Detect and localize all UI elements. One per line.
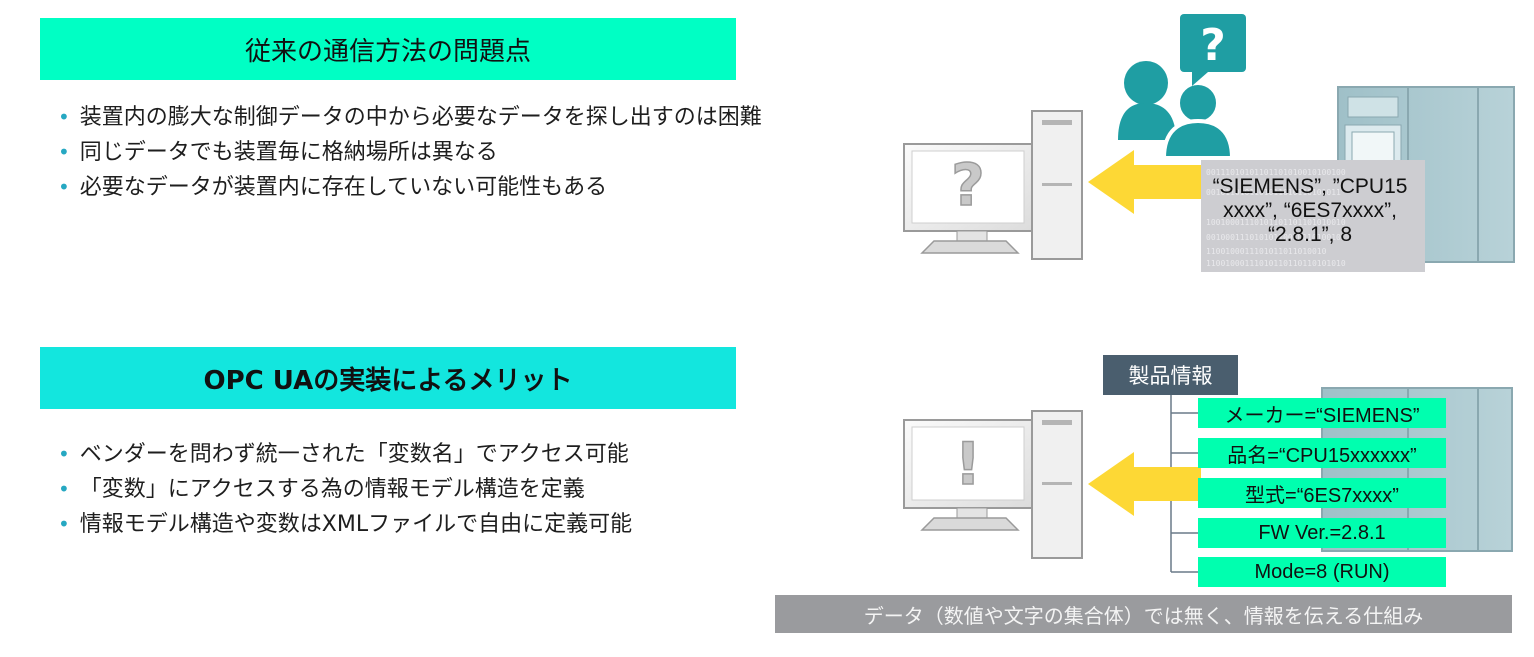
list-item: •装置内の膨大な制御データの中から必要なデータを探し出すのは困難 [58,105,762,130]
computer-icon: ! [903,410,1083,559]
benefits-banner: OPC UAの実装によるメリット [40,347,736,409]
benefits-title: OPC UAの実装によるメリット [203,365,573,396]
svg-text:?: ? [1200,20,1226,71]
bullet-dot: • [58,140,70,164]
info-model-header: 製品情報 [1103,355,1238,395]
list-item: •同じデータでも装置毎に格納場所は異なる [58,140,498,165]
data-arrow-icon [1088,452,1201,516]
list-item: •必要なデータが装置内に存在していない可能性もある [58,175,608,200]
raw-data-box: 00111010101101101010010100100 0010110101… [1201,160,1425,272]
svg-text:1100100011101011011010010: 1100100011101011011010010 [1206,247,1327,256]
raw-data-text: “SIEMENS”, ”CPU15 xxxx”, “6ES7xxxx”, “2.… [1212,175,1408,246]
problems-list: •装置内の膨大な制御データの中から必要なデータを探し出すのは困難 •同じデータで… [58,100,762,205]
binary-noise: 00111010101101101010010100100 0010110101… [1206,168,1346,268]
bullet-dot: • [58,512,70,536]
info-item-product-name: 品名=“CPU15xxxxxx” [1198,438,1446,468]
bullet-dot: • [58,442,70,466]
speech-bubble-icon: ? [1180,14,1246,86]
summary-footer: データ（数値や文字の集合体）では無く、情報を伝える仕組み [775,595,1512,633]
info-item-firmware-version: FW Ver.=2.8.1 [1198,518,1446,548]
list-item: •「変数」にアクセスする為の情報モデル構造を定義 [58,477,585,502]
svg-text:00111010101101101010010100100: 00111010101101101010010100100 [1206,168,1346,177]
svg-text:00100011101010110010110100101: 00100011101010110010110100101 [1206,233,1346,242]
exclamation-mark-icon: ! [955,430,981,498]
people-icon [1118,61,1235,160]
question-mark-icon: ? [951,151,985,219]
svg-text:10010001110101101101101010010: 10010001110101101101101010010 [1206,218,1346,227]
svg-text:11001000111010110110110101010: 11001000111010110110110101010 [1206,259,1346,268]
computer-icon: ? [903,110,1083,260]
problems-title: 従来の通信方法の問題点 [244,36,531,67]
info-item-manufacturer: メーカー=“SIEMENS” [1198,398,1446,428]
problems-banner: 従来の通信方法の問題点 [40,18,736,80]
bullet-dot: • [58,477,70,501]
bullet-dot: • [58,175,70,199]
info-item-model-number: 型式=“6ES7xxxx” [1198,478,1446,508]
info-item-mode: Mode=8 (RUN) [1198,557,1446,587]
benefits-list: •ベンダーを問わず統一された「変数名」でアクセス可能 •「変数」にアクセスする為… [58,437,632,542]
data-arrow-icon [1088,150,1201,214]
bullet-dot: • [58,105,70,129]
list-item: •情報モデル構造や変数はXMLファイルで自由に定義可能 [58,512,633,537]
svg-text:0010110101101011010110101011: 0010110101101011010110101011 [1206,188,1341,197]
list-item: •ベンダーを問わず統一された「変数名」でアクセス可能 [58,442,629,467]
